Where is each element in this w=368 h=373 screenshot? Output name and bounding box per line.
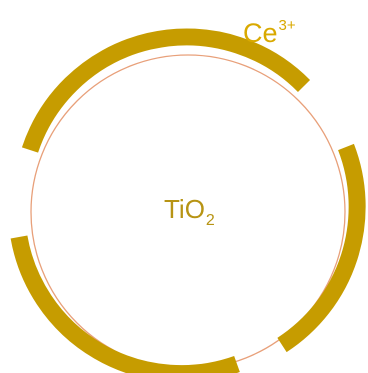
tio2-label-text: TiO <box>164 194 205 224</box>
ce3-label-charge: 3+ <box>278 17 296 34</box>
ce3-shell-label: Ce3+ <box>243 18 296 47</box>
shell-segment-top <box>21 28 311 153</box>
shell-segment-right <box>277 143 366 353</box>
tio2-label-subscript: 2 <box>205 212 215 229</box>
ce3-label-text: Ce <box>243 18 278 48</box>
tio2-core-label: TiO2 <box>164 196 215 229</box>
